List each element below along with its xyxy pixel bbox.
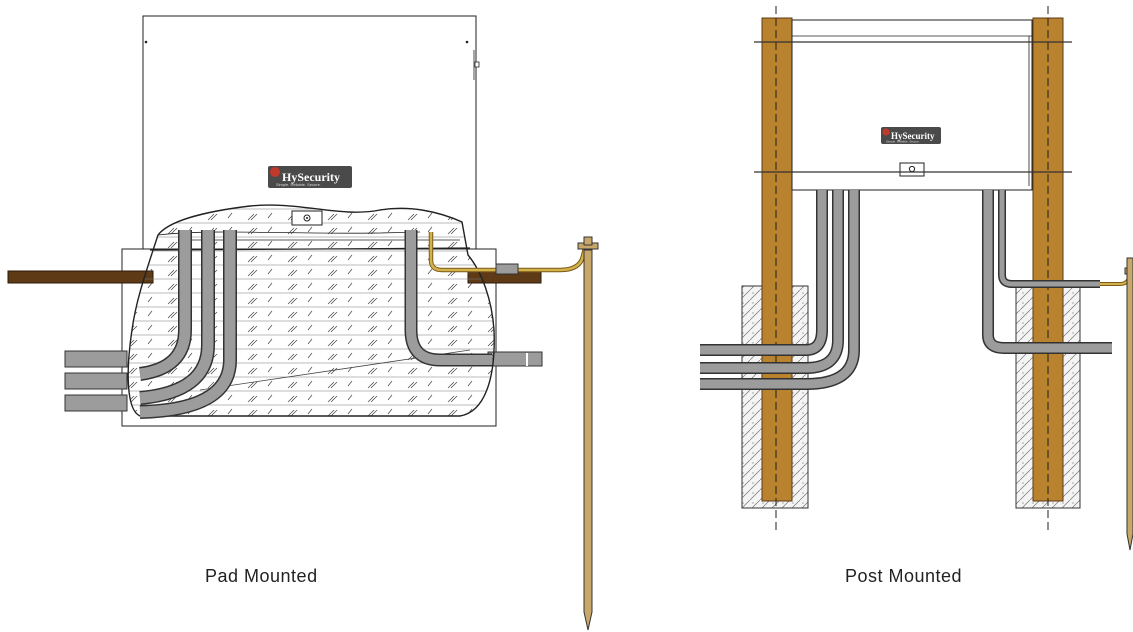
conduit-stub <box>487 351 543 367</box>
pad-mounted-caption: Pad Mounted <box>205 566 318 586</box>
wood-post-left <box>761 17 793 502</box>
post-mounted-figure: HySecurity Simple. Reliable. Secure. <box>700 6 1133 551</box>
conduit-sweep-right <box>982 190 1112 354</box>
cabinet-lock <box>899 162 925 177</box>
ground-rod <box>577 236 599 631</box>
svg-text:Simple. Reliable. Secure.: Simple. Reliable. Secure. <box>276 182 321 187</box>
svg-text:HySecurity: HySecurity <box>891 131 935 141</box>
post-mounted-caption: Post Mounted <box>845 566 963 586</box>
conduit-stub <box>64 350 128 368</box>
hysecurity-logo: HySecurity Simple. Reliable. Secure. <box>268 166 352 188</box>
conduit-sweep-group <box>138 230 237 419</box>
hysecurity-logo: HySecurity Simple. Reliable. Secure. <box>881 127 941 144</box>
conduit-sweep-group <box>700 190 860 390</box>
pad-mounted-figure: HySecurity Simple. Reliable. Secure. <box>7 15 599 631</box>
conduit-sweep-right <box>404 230 492 367</box>
conduit-stub <box>64 394 128 412</box>
svg-text:Simple. Reliable. Secure.: Simple. Reliable. Secure. <box>886 140 920 144</box>
ground-wire <box>998 190 1132 288</box>
svg-text:HySecurity: HySecurity <box>282 170 340 184</box>
conduit-stub <box>64 372 128 390</box>
post-operator-cabinet <box>791 19 1033 191</box>
ground-board-left <box>7 270 154 284</box>
pad-cutaway <box>127 204 495 417</box>
ground-rod <box>1124 257 1133 551</box>
